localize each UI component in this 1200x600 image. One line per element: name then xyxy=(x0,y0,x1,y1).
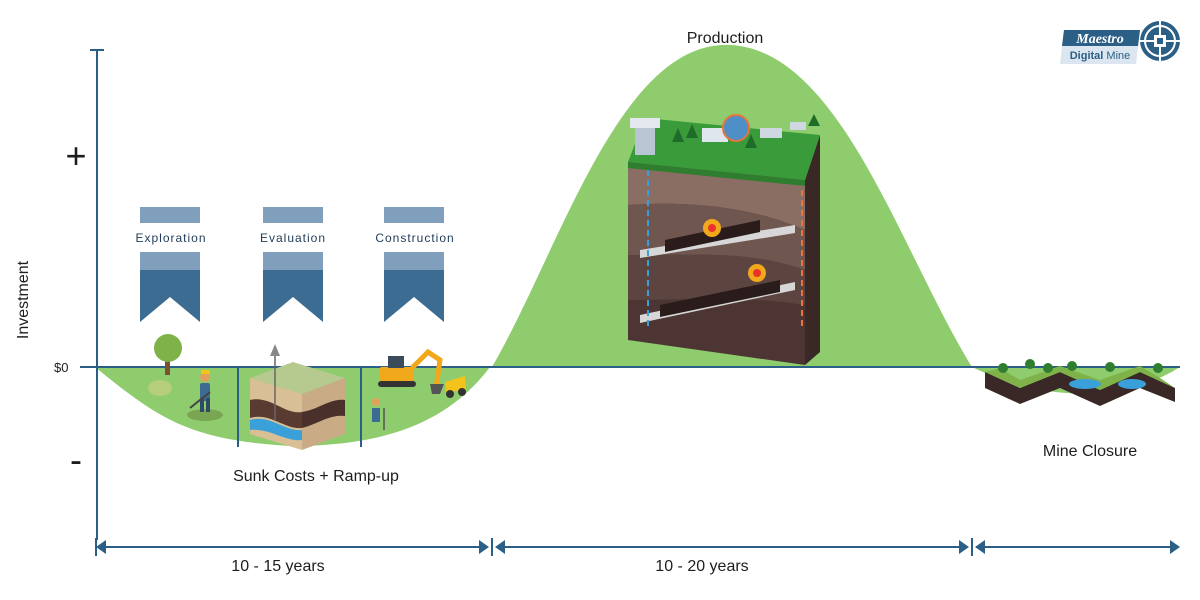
ribbon-evaluation: Evaluation xyxy=(260,207,326,322)
logo-product: Digital Mine xyxy=(1070,50,1131,62)
exploration-illustration xyxy=(148,334,223,421)
duration-arrow-first xyxy=(95,538,489,556)
evaluation-illustration xyxy=(250,344,345,450)
stage-label-sunk-costs: Sunk Costs + Ramp-up xyxy=(233,468,399,485)
y-axis-label: Investment xyxy=(15,260,32,339)
duration-arrow-second xyxy=(491,538,973,556)
minus-sign: - xyxy=(70,439,82,480)
mine-closure-illustration xyxy=(985,359,1175,406)
phase-label-exploration: Exploration xyxy=(135,231,206,245)
logo-brand: Maestro xyxy=(1075,32,1123,47)
stage-label-production: Production xyxy=(687,30,764,47)
zero-label: $0 xyxy=(54,360,68,375)
ribbon-construction: Construction xyxy=(375,207,454,322)
phase-label-construction: Construction xyxy=(375,231,454,245)
underground-mine-illustration xyxy=(628,114,820,365)
construction-illustration xyxy=(372,348,466,430)
duration-arrow-third xyxy=(975,540,1180,554)
plus-sign: + xyxy=(65,135,86,176)
maestro-digital-mine-logo: Maestro Digital Mine xyxy=(1060,21,1180,64)
stage-label-mine-closure: Mine Closure xyxy=(1043,443,1137,460)
duration-label-first: 10 - 15 years xyxy=(231,558,324,575)
ribbon-exploration: Exploration xyxy=(135,207,206,322)
phase-label-evaluation: Evaluation xyxy=(260,231,326,245)
duration-label-second: 10 - 20 years xyxy=(655,558,748,575)
